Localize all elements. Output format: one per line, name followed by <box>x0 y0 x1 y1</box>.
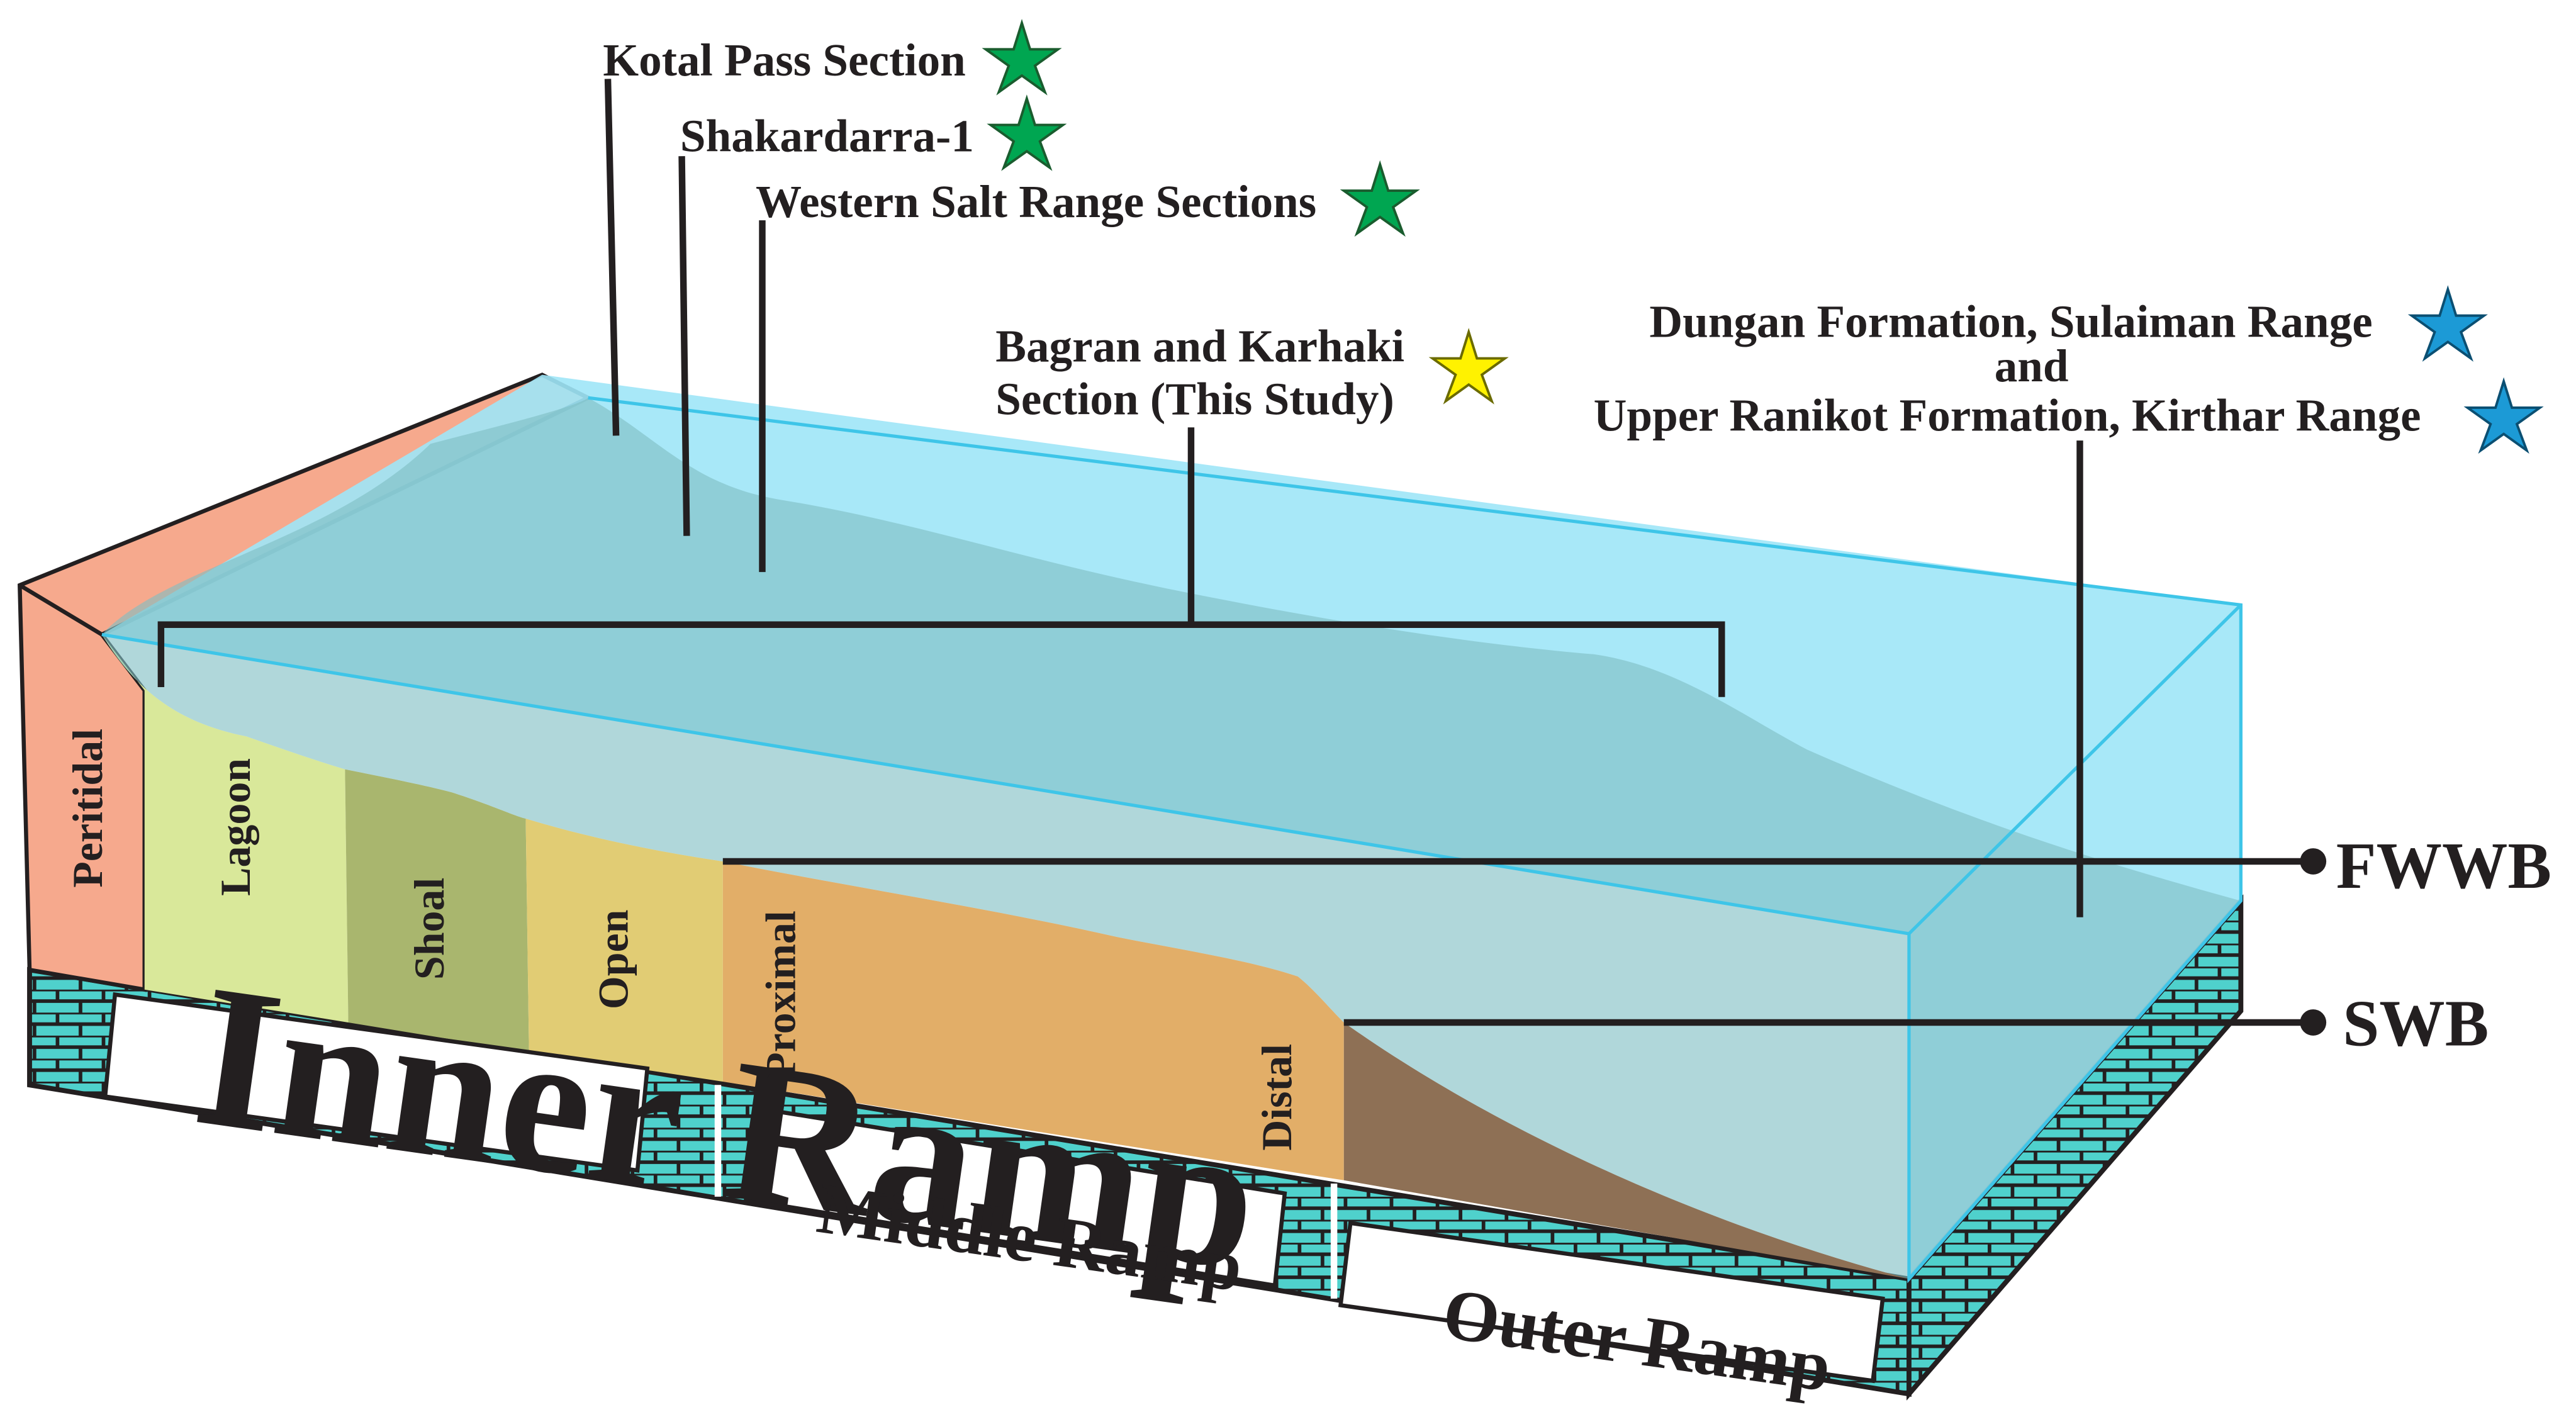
western-salt-label: Western Salt Range Sections <box>756 176 1316 227</box>
star-icon <box>2407 285 2488 362</box>
star-icon <box>2463 377 2544 454</box>
bagran-label-line2: Section (This Study) <box>995 373 1394 424</box>
swb-dot <box>2300 1009 2327 1036</box>
distal-label: Distal <box>1253 1044 1301 1151</box>
leader-kotal <box>604 79 620 436</box>
lagoon-zone <box>101 634 349 1022</box>
dungan-label-line1: Dungan Formation, Sulaiman Range <box>1649 296 2372 347</box>
outer-ramp-box <box>1338 1221 1885 1384</box>
outer-ramp-zone <box>1343 1022 1909 1279</box>
bagran-label-line1: Bagran and Karhaki <box>995 321 1404 372</box>
dungan-label-line3: Upper Ranikot Formation, Kirthar Range <box>1594 389 2421 440</box>
dungan-label-line2: and <box>1995 340 2069 391</box>
lagoon-label: Lagoon <box>211 758 259 896</box>
peritidal-label: Peritidal <box>64 729 111 888</box>
kotal-pass-label: Kotal Pass Section <box>603 35 966 86</box>
open-label: Open <box>589 910 637 1010</box>
water-outline <box>101 396 2243 1284</box>
star-icon <box>982 19 1062 96</box>
inner-ramp-box <box>103 992 650 1173</box>
shoal-zone <box>345 769 529 1053</box>
star-icon <box>1340 160 1420 237</box>
fwwb-dot <box>2300 848 2327 875</box>
peritidal-edge <box>18 583 103 637</box>
proximal-label: Proximal <box>757 910 805 1078</box>
middle-ramp-box <box>743 1106 1287 1288</box>
leader-shakardarra <box>678 156 690 536</box>
star-icon <box>1428 328 1509 405</box>
seafloor-surface <box>101 398 2241 1279</box>
open-zone <box>525 819 723 1082</box>
shoal-label: Shoal <box>405 878 453 980</box>
shakardarra-label: Shakardarra-1 <box>680 110 974 161</box>
fwwb-label: FWWB <box>2336 829 2551 902</box>
swb-label: SWB <box>2343 987 2489 1060</box>
middle-ramp-zone <box>722 861 1344 1180</box>
star-icon <box>987 94 1067 171</box>
water-edge-back <box>1908 603 2243 935</box>
leader-bagran-bracket <box>157 621 1725 697</box>
